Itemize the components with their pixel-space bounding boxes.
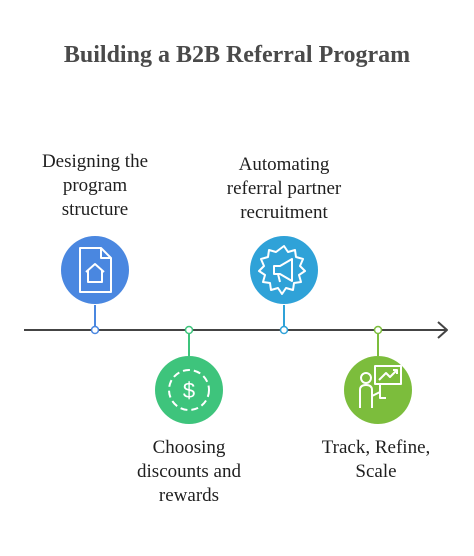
step-4-label: Track, Refine, Scale — [321, 437, 431, 482]
step-3-marker — [250, 236, 318, 335]
step-1-circle — [61, 236, 129, 304]
timeline-arrowhead-icon — [437, 321, 448, 339]
dollar-coin-icon: $ — [168, 369, 210, 411]
step-1-label: Designing the program structure — [41, 151, 149, 220]
step-2-marker: $ — [155, 325, 223, 424]
document-home-icon — [79, 247, 112, 293]
svg-text:$: $ — [183, 378, 195, 403]
step-1-marker — [61, 236, 129, 335]
step-2-label: Choosing discounts and rewards — [137, 437, 241, 506]
step-4-marker — [344, 325, 412, 424]
presenter-chart-icon — [359, 365, 402, 408]
step-3-label: Automating referral partner recruitment — [226, 154, 342, 223]
step-2-circle — [155, 356, 223, 424]
diagram-title: Building a B2B Referral Program — [63, 42, 411, 68]
gear-megaphone-icon — [258, 245, 306, 295]
step-3-circle — [250, 236, 318, 304]
